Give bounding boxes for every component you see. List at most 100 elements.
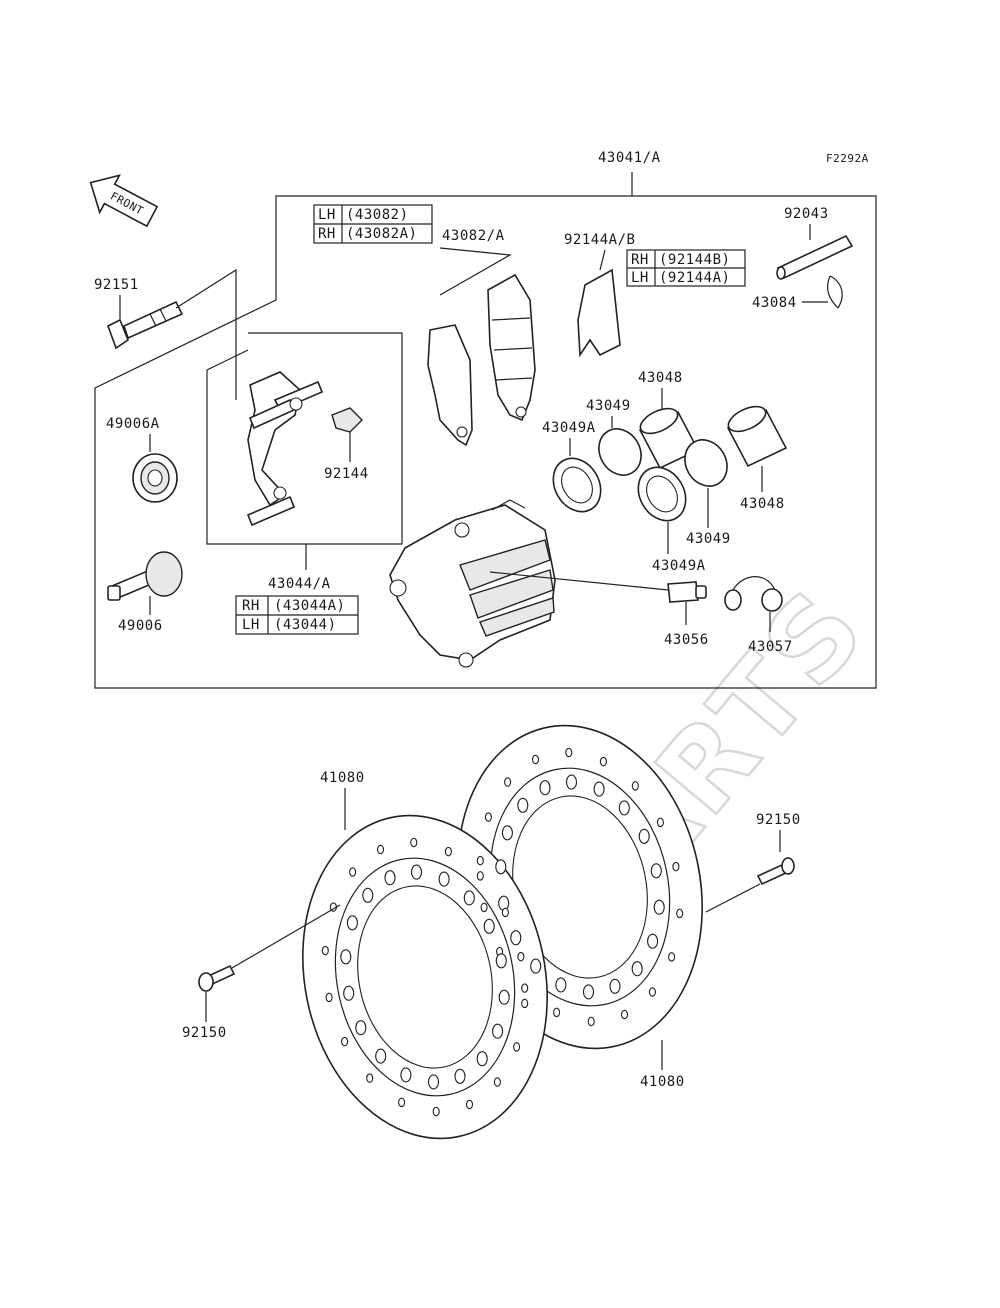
disc-hole	[582, 984, 595, 1000]
spring-row1-part: (92144B)	[659, 252, 730, 268]
disc-hole	[631, 961, 643, 977]
bleed-cap	[724, 576, 783, 612]
label-43044: 43044/A	[268, 576, 331, 592]
pads-side-table: LH (43082) RH (43082A)	[313, 204, 433, 244]
disc-hole	[593, 781, 605, 797]
pad-spring	[577, 268, 621, 358]
disc-hole	[444, 846, 452, 857]
disc-hole	[432, 1106, 440, 1117]
disc-hole	[476, 871, 484, 881]
spring-row2-part: (92144A)	[659, 270, 730, 286]
disc-hole	[495, 859, 507, 875]
disc-hole	[653, 899, 665, 915]
disc-hole	[656, 817, 664, 828]
disc-hole	[362, 887, 374, 903]
caliper-bracket	[246, 371, 324, 527]
bracket-side-table: RH (43044A) LH (43044)	[235, 595, 359, 635]
brake-pads	[427, 273, 536, 447]
bracket-row2-part: (43044)	[274, 617, 337, 633]
piston-seal-b	[684, 439, 728, 487]
disc-hole	[513, 1042, 521, 1052]
label-92144ab: 92144A/B	[564, 232, 635, 248]
disc-hole	[647, 933, 659, 949]
disc-hole	[504, 777, 512, 787]
disc-hole	[341, 1036, 349, 1047]
disc-hole	[648, 987, 656, 997]
disc-hole	[398, 1097, 406, 1108]
disc-hole	[463, 890, 475, 906]
disc-hole	[555, 977, 567, 993]
label-43056: 43056	[664, 632, 709, 648]
label-92150-b: 92150	[756, 812, 801, 828]
pads-row2-part: (43082A)	[346, 226, 417, 242]
piston-seal-a	[598, 428, 642, 476]
disc-hole	[587, 1016, 595, 1027]
label-43084: 43084	[752, 295, 797, 311]
disc-hole	[521, 998, 529, 1009]
pad-pin	[776, 234, 854, 280]
disc-hole	[400, 1067, 412, 1083]
bleed-valve	[667, 581, 707, 603]
label-92150-a: 92150	[182, 1025, 227, 1041]
disc-hole	[384, 870, 396, 886]
disc-hole	[410, 837, 418, 848]
mounting-bolt	[107, 300, 184, 350]
disc-drill-holes	[321, 747, 684, 1117]
label-92043: 92043	[784, 206, 829, 222]
dust-boot	[132, 453, 178, 503]
disc-hole	[631, 781, 639, 791]
disc-hole	[493, 1077, 501, 1087]
disc-hole	[480, 902, 488, 913]
leader-92144ab	[599, 249, 606, 271]
spring-row1-side: RH	[631, 252, 649, 268]
disc-hole	[672, 861, 680, 872]
disc-hole	[427, 1074, 440, 1090]
disc-hole	[501, 825, 513, 841]
disc-hole	[531, 754, 540, 765]
pads-row2-side: RH	[318, 226, 336, 242]
disc-hole	[476, 1051, 488, 1067]
label-92151: 92151	[94, 277, 139, 293]
disc-hole	[410, 864, 423, 880]
disc-hole	[530, 958, 542, 974]
disc-hole	[620, 1009, 629, 1020]
leader-43082	[439, 247, 512, 296]
disc-hole	[376, 844, 385, 855]
label-49006: 49006	[118, 618, 163, 634]
disc-hole	[553, 1007, 561, 1018]
spring-side-table: RH (92144B) LH (92144A)	[626, 249, 746, 287]
label-43057: 43057	[748, 639, 793, 655]
disc-hole	[340, 949, 352, 965]
disc-bolt-a	[198, 964, 236, 992]
disc-hole	[349, 867, 357, 877]
bracket-row1-side: RH	[242, 598, 260, 614]
label-43048-a: 43048	[638, 370, 683, 386]
dust-seal-a	[552, 457, 602, 513]
disc-hole	[517, 951, 525, 962]
disc-bolt-b	[756, 857, 795, 886]
disc-hole	[650, 863, 662, 879]
caliper-assembly-frame	[94, 195, 877, 689]
disc-hole	[676, 908, 684, 919]
disc-hole	[321, 945, 329, 956]
disc-hole	[465, 1099, 474, 1110]
pin-clip-icon	[826, 275, 843, 309]
disc-hole	[438, 871, 450, 887]
disc-hole	[355, 1020, 367, 1036]
disc-hole	[599, 756, 607, 767]
disc-hole	[325, 992, 333, 1003]
disc-hole	[539, 780, 551, 796]
leader-92151-b	[175, 268, 237, 400]
disc-hole	[343, 985, 355, 1001]
disc-hole	[609, 978, 621, 994]
bracket-frame	[206, 332, 403, 545]
disc-hole	[565, 774, 578, 790]
pads-row1-part: (43082)	[346, 207, 409, 223]
label-49006a: 49006A	[106, 416, 160, 432]
dust-seal-b	[637, 466, 687, 522]
label-41080-a: 41080	[320, 770, 365, 786]
bracket-row2-side: LH	[242, 617, 260, 633]
disc-hole	[454, 1068, 466, 1084]
label-43049-b: 43049	[686, 531, 731, 547]
